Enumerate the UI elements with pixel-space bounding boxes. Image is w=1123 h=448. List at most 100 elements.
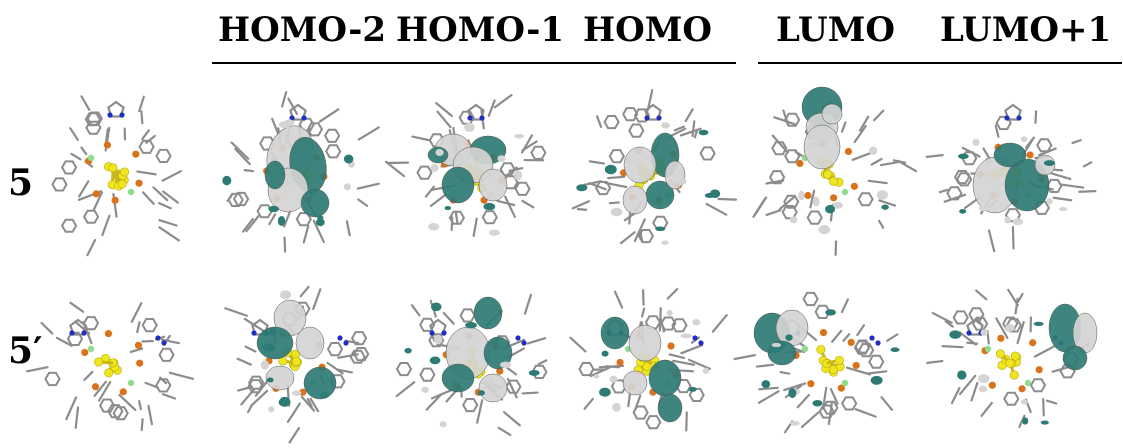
phenyl-ring <box>107 404 124 419</box>
gold-atom <box>995 349 1005 359</box>
phenyl-ring <box>419 367 436 382</box>
bond <box>1052 168 1064 172</box>
orbital-lobe-small <box>499 361 512 368</box>
bond <box>711 314 728 333</box>
phosphorus-atom <box>819 328 828 337</box>
bond <box>1052 196 1073 202</box>
bond <box>605 365 621 369</box>
gold-atom <box>1010 351 1020 361</box>
phenyl-ring <box>85 120 102 135</box>
orbital-lobe-small <box>1059 207 1068 212</box>
orbital-lobe-small <box>876 190 888 200</box>
nitrogen-atom <box>161 340 167 346</box>
bond <box>161 393 177 400</box>
phenyl-ring <box>60 160 78 175</box>
orbital-lobe-small <box>881 204 889 210</box>
bond <box>436 110 452 129</box>
phosphorus-atom <box>1026 151 1034 159</box>
bond <box>283 236 287 253</box>
phosphorus-atom <box>847 338 855 347</box>
phenyl-ring <box>784 112 801 127</box>
orbital-lobe-small <box>610 207 623 217</box>
phenyl-ring <box>768 170 786 185</box>
phenyl-ring <box>158 347 175 362</box>
bond <box>666 288 679 300</box>
bond <box>994 124 1000 138</box>
orbital-lobe-small <box>1004 216 1011 224</box>
bond <box>425 393 443 411</box>
bond <box>931 311 953 324</box>
bond <box>69 301 85 313</box>
bond <box>242 217 254 233</box>
bond <box>878 219 885 229</box>
phenyl-ring <box>802 291 819 307</box>
orbital-lobe-small <box>704 193 715 198</box>
molecule-drawing <box>224 285 370 444</box>
nitrogen-atom <box>1004 115 1010 121</box>
phenyl-ring <box>1003 391 1020 406</box>
column-header-homo-1: HOMO-1 <box>396 10 565 50</box>
orbital-5-homo-1 <box>385 94 548 245</box>
orbital-lobe <box>657 393 683 423</box>
orbital-lobe <box>483 336 513 370</box>
gold-atom <box>291 357 301 367</box>
orbital-5-prime-homo-1 <box>395 283 548 437</box>
bond <box>299 285 310 298</box>
bond <box>152 186 169 202</box>
orbital-lobe <box>623 146 657 184</box>
phenyl-ring <box>784 149 801 164</box>
bond <box>1014 297 1019 315</box>
phosphorus-atom <box>136 359 144 367</box>
bond <box>136 321 141 334</box>
nitrogen-atom <box>692 335 698 341</box>
bond <box>688 358 712 370</box>
bond <box>101 214 111 237</box>
bond <box>880 160 900 167</box>
bond <box>138 95 145 113</box>
orbital-lobe-small <box>825 204 836 214</box>
bond <box>892 159 907 164</box>
bond <box>287 97 298 115</box>
phenyl-ring <box>44 371 61 387</box>
phenyl-ring <box>644 315 662 330</box>
bond <box>866 370 888 375</box>
nitrogen-atom <box>1016 115 1022 121</box>
orbital-lobe-small <box>280 396 290 402</box>
bond <box>83 370 94 382</box>
bond <box>80 95 91 111</box>
orbital-lobe-small <box>268 327 278 336</box>
bond <box>160 338 181 345</box>
bond <box>1042 398 1045 417</box>
bond <box>92 191 104 212</box>
molecule-drawing <box>571 88 738 245</box>
phenyl-ring <box>953 170 971 185</box>
nitrogen-atom <box>869 335 875 341</box>
phenyl-ring <box>783 194 800 209</box>
bond <box>147 404 154 426</box>
orbital-lobe-small <box>513 170 523 181</box>
row-label-5: 5 <box>8 162 34 204</box>
phenyl-ring <box>854 339 871 354</box>
phenyl-ring <box>1046 178 1063 193</box>
orbital-lobe <box>256 326 294 360</box>
orbital-5-prime-homo <box>569 283 728 433</box>
orbital-lobe-small <box>435 148 444 157</box>
phenyl-ring <box>841 396 858 411</box>
gold-atom <box>829 176 839 186</box>
orbital-lobe <box>300 188 330 218</box>
bond <box>1017 292 1024 303</box>
bond <box>571 200 590 210</box>
phenyl-ring <box>699 146 716 161</box>
orbital-lobe-small <box>692 319 701 326</box>
orbital-lobe <box>265 365 295 391</box>
bond <box>765 179 785 185</box>
bond <box>959 331 977 346</box>
bond <box>856 324 866 337</box>
molecule-drawing <box>395 293 548 437</box>
fluorine-atom <box>87 345 95 353</box>
bond <box>1078 190 1097 193</box>
phenyl-ring <box>818 404 835 419</box>
phenyl-ring <box>814 304 831 319</box>
phosphorus-atom <box>830 194 838 202</box>
orbital-5-prime-lumo-plus-1 <box>926 283 1098 433</box>
